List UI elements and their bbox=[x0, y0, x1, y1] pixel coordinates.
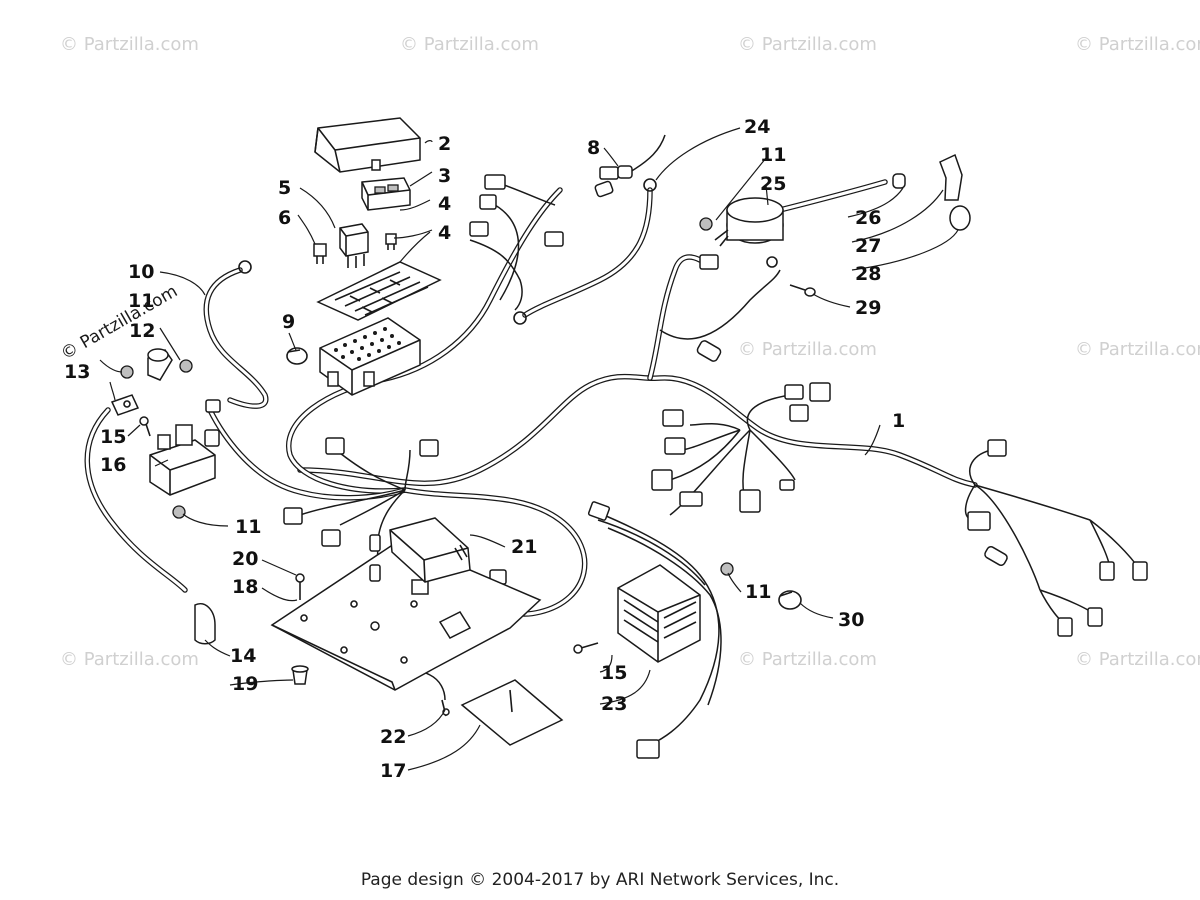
callout-label: 20 bbox=[232, 548, 258, 570]
watermark-text: © Partzilla.com bbox=[738, 34, 877, 55]
callout-label: 11 bbox=[235, 516, 261, 538]
callout-label: 6 bbox=[278, 207, 291, 229]
callout-label: 2 bbox=[438, 133, 451, 155]
callout-label: 4 bbox=[438, 222, 451, 244]
callout-label: 9 bbox=[282, 311, 295, 333]
callout-numbers: 1 2 3 4 4 5 6 8 9 10 11 11 11 11 12 13 1… bbox=[64, 116, 905, 782]
fuse-box-cover bbox=[314, 117, 421, 173]
sensor-lead bbox=[369, 564, 450, 717]
callout-label: 24 bbox=[744, 116, 770, 138]
leader-lines bbox=[99, 127, 959, 771]
callout-label: 29 bbox=[855, 297, 881, 319]
callout-label: 15 bbox=[601, 662, 627, 684]
callout-label: 13 bbox=[64, 361, 90, 383]
relay-block bbox=[361, 177, 411, 211]
watermark-text: © Partzilla.com bbox=[60, 649, 199, 670]
watermark-text: © Partzilla.com bbox=[738, 339, 877, 360]
callout-label: 17 bbox=[380, 760, 406, 782]
plate-fasteners bbox=[291, 573, 309, 685]
callout-label: 21 bbox=[511, 536, 537, 558]
callout-label: 19 bbox=[232, 673, 258, 695]
callout-label: 12 bbox=[129, 320, 155, 342]
ignition-coil bbox=[714, 179, 888, 268]
terminal-bracket bbox=[110, 394, 140, 416]
fuse-block bbox=[319, 317, 421, 396]
clamp-ring bbox=[778, 590, 802, 610]
callout-label: 14 bbox=[230, 645, 256, 667]
callout-label: 8 bbox=[587, 137, 600, 159]
nuts bbox=[120, 217, 734, 576]
callout-label: 23 bbox=[601, 693, 627, 715]
fuse-panel-label bbox=[316, 261, 442, 321]
callout-label: 4 bbox=[438, 193, 451, 215]
callout-label: 1 bbox=[892, 410, 905, 432]
relay bbox=[339, 223, 369, 268]
starter-solenoid bbox=[149, 424, 220, 496]
starter-cable bbox=[203, 260, 269, 413]
callout-label: 26 bbox=[855, 207, 881, 229]
clip bbox=[286, 347, 308, 365]
callout-label: 28 bbox=[855, 263, 881, 285]
positive-cable bbox=[84, 407, 216, 645]
watermark-text: © Partzilla.com bbox=[60, 34, 199, 55]
callout-label: 22 bbox=[380, 726, 406, 748]
callout-label: 11 bbox=[760, 144, 786, 166]
spark-plug-parts bbox=[892, 153, 971, 231]
callout-label: 15 bbox=[100, 426, 126, 448]
terminal-boot bbox=[147, 348, 173, 381]
watermark-text: © Partzilla.com bbox=[1075, 339, 1200, 360]
callout-label: 18 bbox=[232, 576, 258, 598]
ground-cable bbox=[513, 178, 657, 325]
callout-label: 11 bbox=[128, 290, 154, 312]
harness-connectors bbox=[283, 166, 1148, 637]
small-fuse bbox=[313, 243, 327, 264]
callout-label: 5 bbox=[278, 177, 291, 199]
callout-label: 16 bbox=[100, 454, 126, 476]
watermarks: © Partzilla.com © Partzilla.com © Partzi… bbox=[58, 34, 1200, 670]
watermark-text: © Partzilla.com bbox=[1075, 649, 1200, 670]
coil-screw bbox=[789, 284, 816, 297]
label-sheet bbox=[460, 679, 564, 746]
callout-label: 10 bbox=[128, 261, 154, 283]
callout-label: 27 bbox=[855, 235, 881, 257]
callout-label: 3 bbox=[438, 165, 451, 187]
callout-label: 30 bbox=[838, 609, 864, 631]
watermark-text: © Partzilla.com bbox=[1075, 34, 1200, 55]
watermark-text: © Partzilla.com bbox=[400, 34, 539, 55]
mini-fuse bbox=[385, 233, 397, 250]
control-module bbox=[369, 517, 471, 583]
callout-label: 11 bbox=[745, 581, 771, 603]
voltage-regulator bbox=[587, 501, 722, 759]
callout-label: 25 bbox=[760, 173, 786, 195]
watermark-text: © Partzilla.com bbox=[738, 649, 877, 670]
page-footer: Page design © 2004-2017 by ARI Network S… bbox=[360, 870, 840, 890]
screws bbox=[139, 416, 599, 654]
battery-lead-wire bbox=[594, 134, 666, 198]
